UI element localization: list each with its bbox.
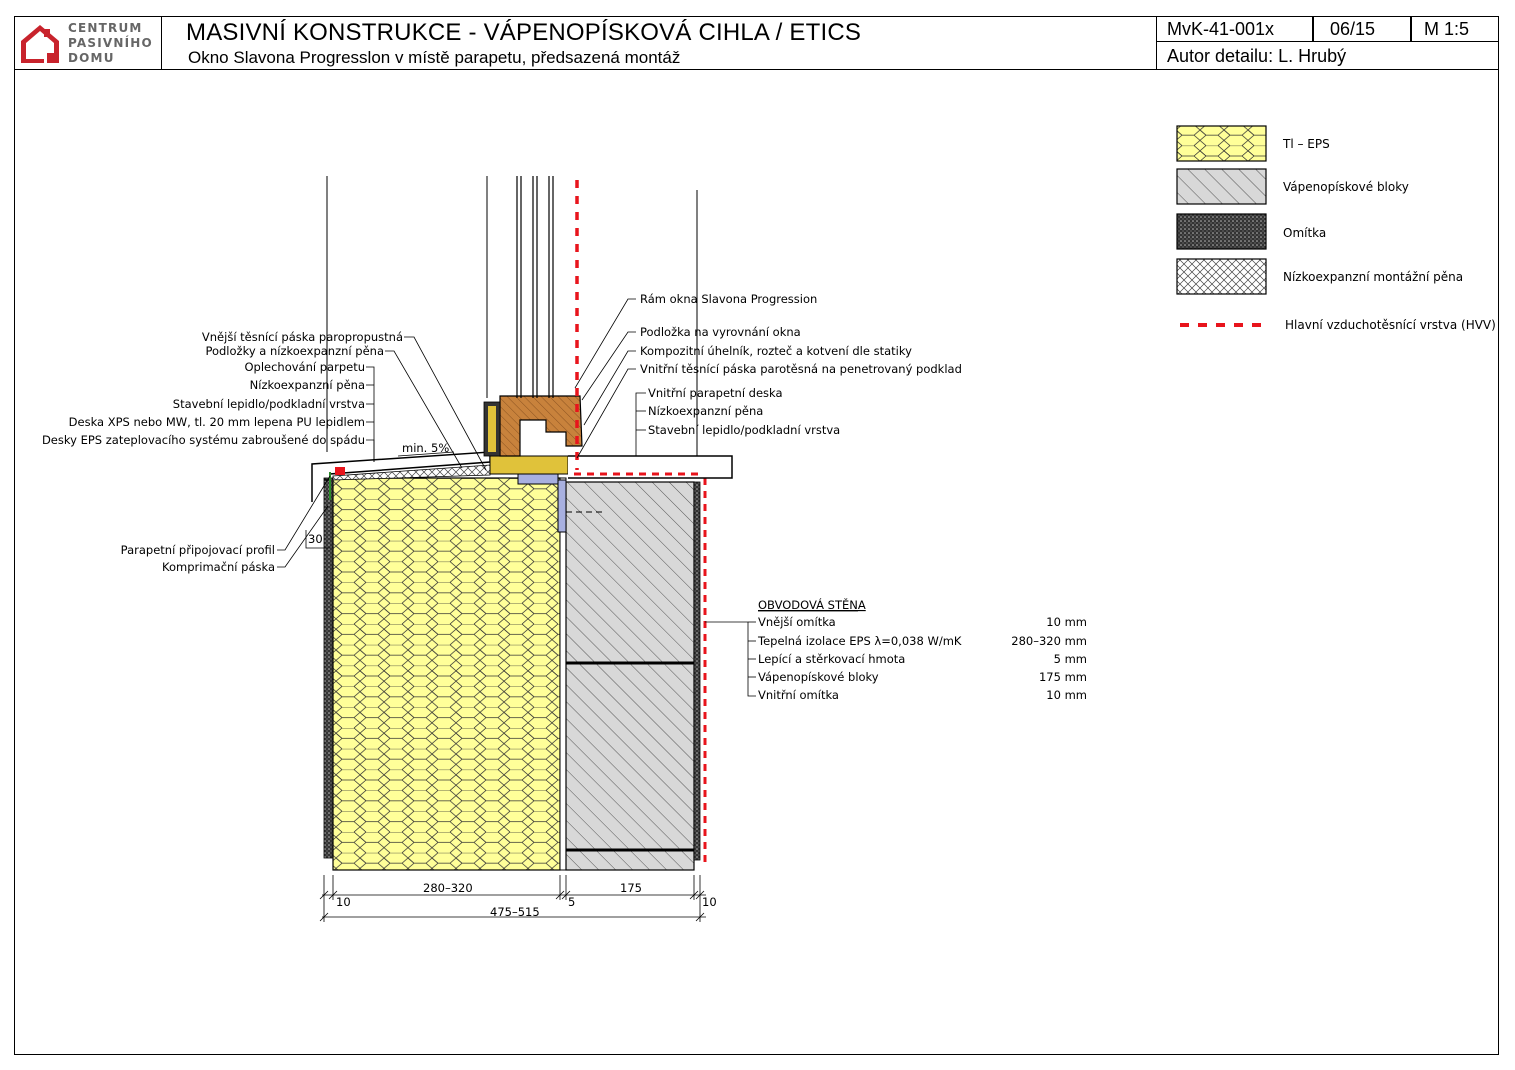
eps-insulation xyxy=(332,477,561,871)
dimension-lines xyxy=(319,875,706,922)
label-eps-boards: Desky EPS zateplovacího systému zabrouše… xyxy=(42,433,365,447)
legend-label-hvv: Hlavní vzduchotěsnící vrstva (HVV) xyxy=(1285,318,1496,332)
wall-layer-value: 10 mm xyxy=(1046,688,1087,702)
logo-line3: DOMU xyxy=(68,51,115,65)
house-logo-icon xyxy=(21,25,59,63)
dim-adhesive: 5 xyxy=(568,895,575,909)
wall-heading: OBVODOVÁ STĚNA xyxy=(758,597,866,612)
wall-layer-value: 10 mm xyxy=(1046,615,1087,629)
drawing-code: MvK-41-001x xyxy=(1167,19,1275,39)
drawing-subtitle: Okno Slavona Progresslon v místě parapet… xyxy=(188,48,681,67)
label-inner-foam: Nízkoexpanzní pěna xyxy=(648,404,763,418)
sand-lime-blocks xyxy=(565,481,695,871)
dim-outer-render: 10 xyxy=(336,895,351,909)
label-sill-flashing: Oplechování parpetu xyxy=(244,360,365,374)
legend-label-render: Omítka xyxy=(1283,226,1326,240)
drawing-sheet xyxy=(14,16,1499,1055)
logo-line2: PASIVNÍHO xyxy=(68,36,153,50)
label-xps-board: Deska XPS nebo MW, tl. 20 mm lepena PU l… xyxy=(69,415,365,429)
legend-label-foam: Nízkoexpanzní montážní pěna xyxy=(1283,270,1463,284)
label-sill-profile: Parapetní připojovací profil xyxy=(121,543,275,557)
legend-swatch-blocks xyxy=(1176,168,1267,205)
label-inner-tape: Vnitřní těsnící páska parotěsná na penet… xyxy=(640,362,962,376)
adhesive-layer xyxy=(559,477,567,871)
label-inner-board: Vnitřní parapetní deska xyxy=(648,386,783,400)
dim-blocks: 175 xyxy=(620,881,642,895)
window-frame xyxy=(499,395,583,457)
label-inner-adhesive: Stavební lepidlo/podkladní vrstva xyxy=(648,423,840,437)
logo-line1: CENTRUM xyxy=(68,21,143,35)
composite-angle xyxy=(557,479,567,533)
label-shims-foam: Podložky a nízkoexpanzní pěna xyxy=(205,344,384,358)
slope-label: min. 5% xyxy=(402,441,449,455)
wall-layer-value: 175 mm xyxy=(1039,670,1087,684)
dim-insulation: 280–320 xyxy=(423,881,473,895)
title-block: CENTRUM PASIVNÍHO DOMU MASIVNÍ KONSTRUKC… xyxy=(14,16,1499,70)
legend-label-eps: Tl – EPS xyxy=(1282,137,1330,151)
outer-render xyxy=(323,477,334,859)
drawing-author: Autor detailu: L. Hrubý xyxy=(1167,46,1347,66)
legend: Tl – EPS Vápenopískové bloky Omítka Nízk… xyxy=(1176,125,1496,332)
label-low-exp-foam: Nízkoexpanzní pěna xyxy=(250,378,365,392)
wall-layer-name: Tepelná izolace EPS λ=0,038 W/mK xyxy=(757,634,962,648)
label-leveling-shim: Podložka na vyrovnání okna xyxy=(640,325,801,339)
wall-layer-value: 5 mm xyxy=(1054,652,1087,666)
dim-total: 475–515 xyxy=(490,905,540,919)
label-compression-tape: Komprimační páska xyxy=(162,560,275,574)
drawing-title: MASIVNÍ KONSTRUKCE - VÁPENOPÍSKOVÁ CIHLA… xyxy=(186,19,862,46)
legend-label-blocks: Vápenopískové bloky xyxy=(1283,180,1409,194)
wall-composition: OBVODOVÁ STĚNA Vnější omítka Tepelná izo… xyxy=(757,597,1087,702)
wall-layer-name: Vnější omítka xyxy=(758,615,836,629)
label-composite-angle: Kompozitní úhelník, rozteč a kotvení dle… xyxy=(640,344,912,358)
drawing-date: 06/15 xyxy=(1330,19,1376,39)
dim-30: 30 xyxy=(308,532,323,546)
legend-swatch-render xyxy=(1176,213,1267,250)
wall-section xyxy=(323,477,707,871)
wall-layer-name: Lepící a stěrkovací hmota xyxy=(758,652,905,666)
inner-render xyxy=(693,481,701,861)
dim-inner-render: 10 xyxy=(702,895,717,909)
sill-detail xyxy=(311,176,733,533)
label-outer-tape: Vnější těsnící páska paropropustná xyxy=(202,330,403,344)
legend-swatch-eps xyxy=(1176,125,1267,162)
wall-layer-value: 280–320 mm xyxy=(1011,634,1087,648)
logo: CENTRUM PASIVNÍHO DOMU xyxy=(14,16,162,69)
label-window-frame: Rám okna Slavona Progression xyxy=(640,292,817,306)
drawing-scale: M 1:5 xyxy=(1424,19,1470,39)
label-adhesive: Stavební lepidlo/podkladní vrstva xyxy=(173,397,365,411)
legend-swatch-foam xyxy=(1176,258,1267,295)
wall-layer-name: Vápenopískové bloky xyxy=(758,670,879,684)
wall-layer-name: Vnitřní omítka xyxy=(758,688,839,702)
